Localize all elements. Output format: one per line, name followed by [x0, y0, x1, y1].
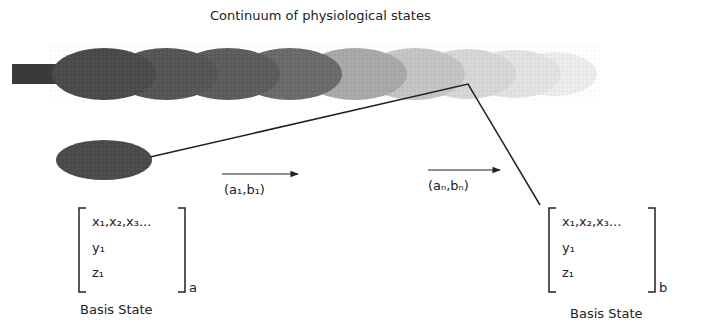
matrix-subscript: a [189, 280, 197, 296]
matrix-entry: y₁ [562, 240, 575, 256]
state-label: Basis State [570, 306, 643, 322]
diagram-title: Continuum of physiological states [210, 8, 431, 24]
basis-ellipse [56, 140, 152, 180]
matrix-entry: z₁ [562, 265, 574, 281]
vector-arrow [428, 169, 500, 170]
matrix-bracket [79, 208, 185, 292]
transition-label: (a₁,b₁) [224, 182, 265, 198]
matrix-entry: z₁ [92, 265, 104, 281]
matrix-entry: y₁ [92, 240, 105, 256]
matrix-entry: x₁,x₂,x₃... [92, 214, 151, 230]
matrix-bracket [549, 208, 655, 292]
trajectory-line [150, 84, 540, 205]
state-ellipses [50, 46, 600, 102]
vector-arrow [222, 173, 298, 174]
matrix-entry: x₁,x₂,x₃... [562, 214, 621, 230]
transition-label: (aₙ,bₙ) [428, 178, 469, 194]
state-label: Basis State [80, 302, 153, 318]
matrix-subscript: b [659, 280, 667, 296]
